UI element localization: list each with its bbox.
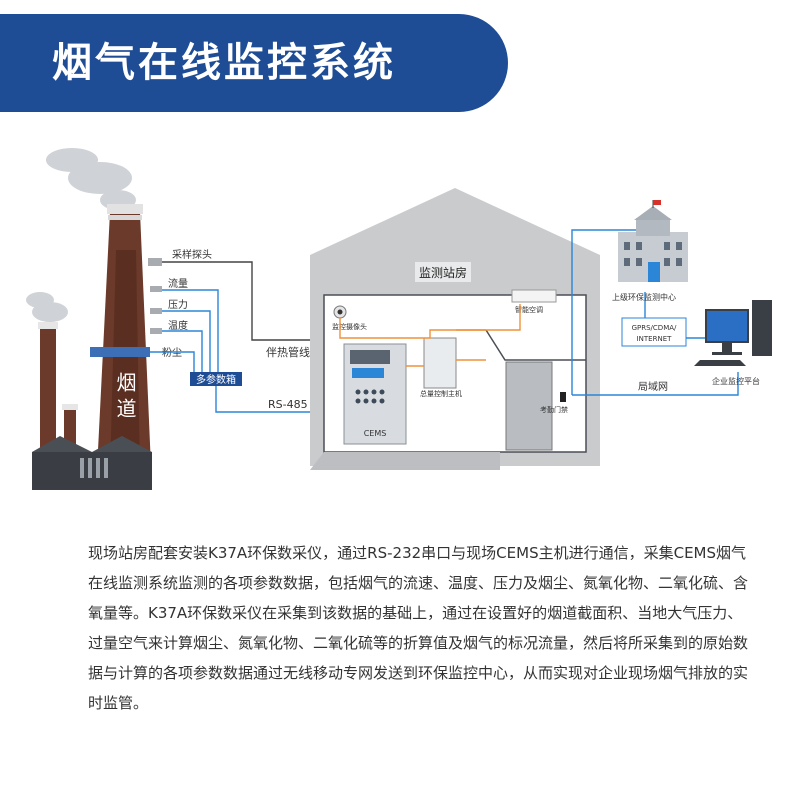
door-sensor-label: 考勤门禁 [540, 405, 568, 414]
env-center-building-icon [618, 200, 688, 282]
rs485-label: RS-485 [268, 398, 308, 411]
network-label-2: INTERNET [637, 335, 673, 343]
env-center-label: 上级环保监测中心 [612, 292, 676, 302]
probe-wiring [150, 289, 219, 372]
air-conditioner-label: 智能空调 [515, 305, 543, 314]
network-box [621, 317, 687, 347]
camera-label: 监控摄像头 [332, 322, 367, 331]
lan-label: 局域网 [638, 380, 668, 393]
title-banner [0, 14, 508, 112]
probes [90, 258, 162, 357]
system-diagram: 烟道 采样探头 流量 压力 温度 粉尘 多参数箱 伴热管线 RS-485 监测站… [26, 148, 772, 490]
probe-label-flow: 流量 [168, 277, 188, 290]
door-cabinet [505, 361, 553, 451]
probe-label-pressure: 压力 [168, 298, 188, 311]
sampling-line [162, 261, 352, 341]
internal-wiring [339, 304, 521, 367]
air-conditioner-icon [511, 289, 557, 303]
chimney-label: 烟道 [113, 372, 137, 424]
cems-label: CEMS [364, 429, 387, 438]
network-label-1: GPRS/CDMA/ [632, 324, 677, 332]
station-title: 监测站房 [419, 265, 467, 280]
smoke-icon [26, 148, 136, 322]
junction-box-label: 多参数箱 [196, 373, 236, 386]
probe-label-temperature: 温度 [168, 319, 188, 332]
computer-icon [694, 300, 772, 366]
station-roof [310, 188, 600, 290]
junction-box [190, 372, 242, 386]
controller-label: 总量控制主机 [420, 389, 462, 398]
enterprise-label: 企业监控平台 [712, 376, 760, 386]
rs485-line [215, 386, 345, 413]
door-sensor-icon [560, 392, 566, 402]
controller-unit [423, 337, 457, 389]
probe-label-sampling: 采样探头 [172, 248, 212, 261]
heat-trace-label: 伴热管线 [266, 345, 310, 359]
page-title: 烟气在线监控系统 [52, 40, 396, 86]
description-text: 现场站房配套安装K37A环保数采仪，通过RS-232串口与现场CEMS主机进行通… [88, 544, 749, 712]
camera-icon [333, 305, 347, 319]
